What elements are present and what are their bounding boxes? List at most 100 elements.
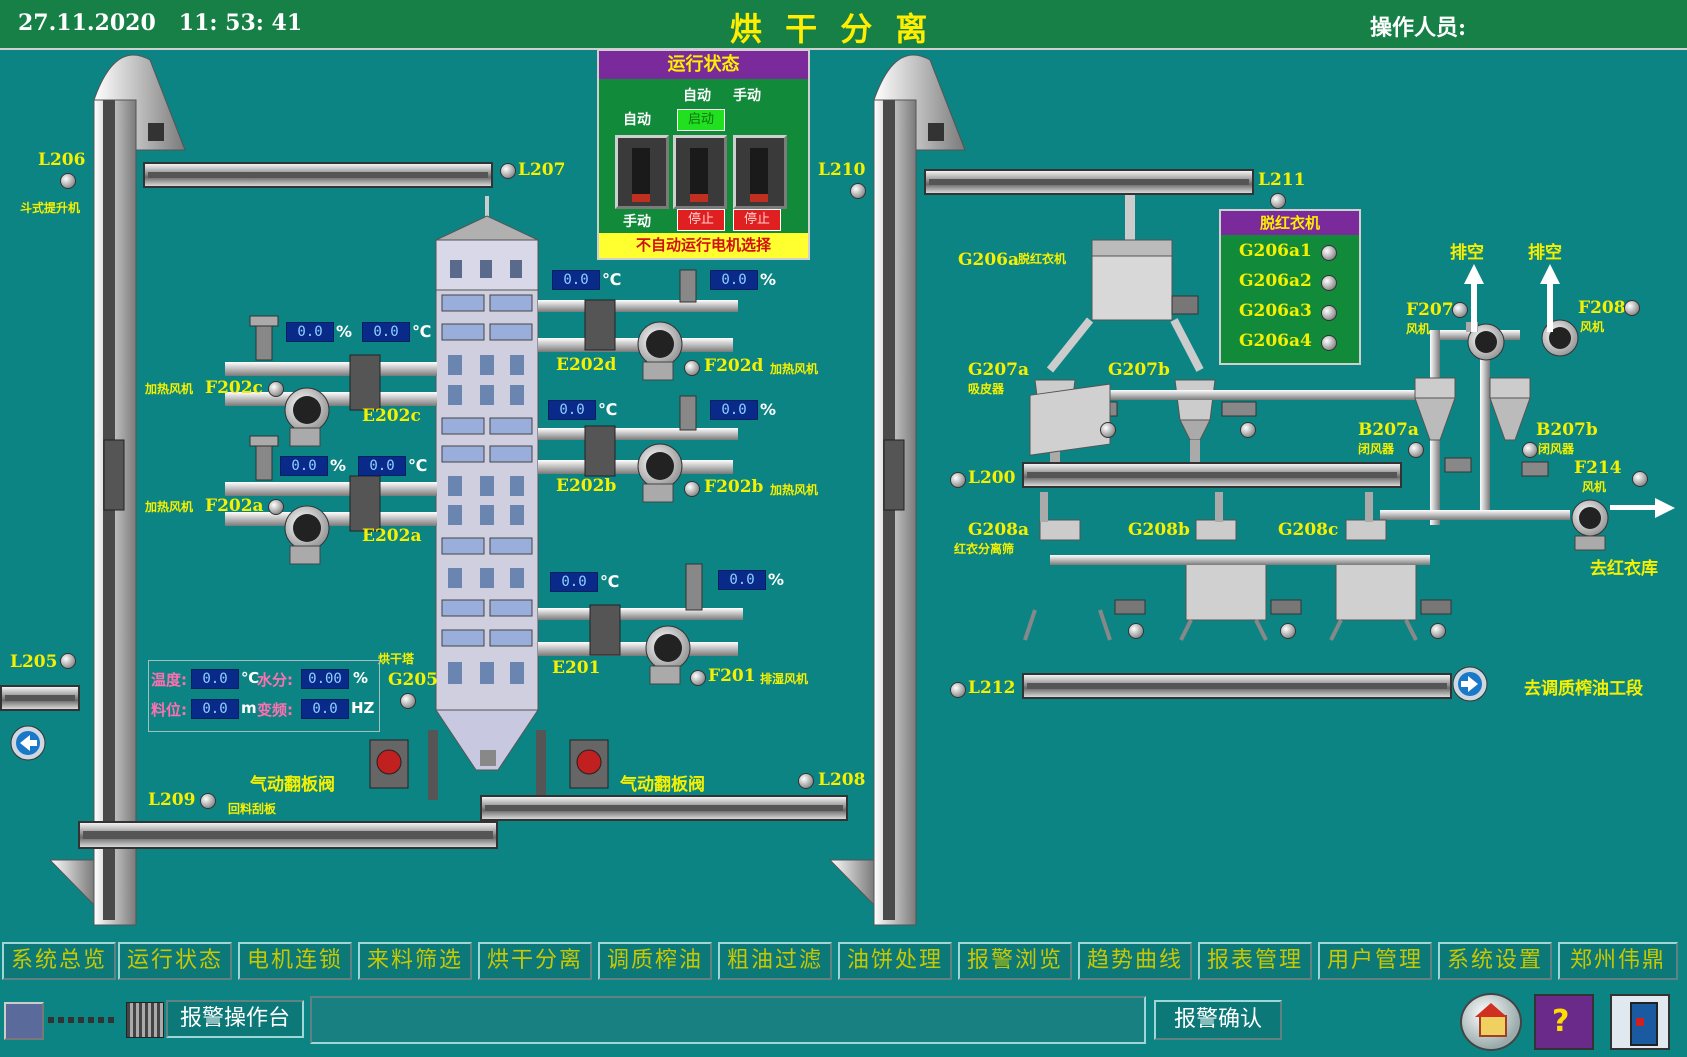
nav-drying-separation[interactable]: 烘干分离 — [478, 942, 592, 980]
exit-door-icon[interactable] — [1610, 994, 1670, 1050]
conveyor-L208[interactable] — [480, 795, 848, 821]
indicator-G205 — [400, 693, 416, 709]
nav-motor-interlock[interactable]: 电机连锁 — [238, 942, 352, 980]
label-F208-desc: 风机 — [1580, 320, 1605, 334]
nav-zhengzhou-weiding[interactable]: 郑州伟鼎 — [1558, 942, 1678, 980]
label-G207b: G207b — [1108, 360, 1170, 380]
conveyor-L200[interactable] — [1022, 462, 1402, 488]
alarm-message-field — [310, 996, 1146, 1044]
nav-conditioning-pressing[interactable]: 调质榨油 — [598, 942, 712, 980]
pct-F202a: 0.0 — [280, 456, 328, 476]
label-B207b-desc: 闭风器 — [1538, 442, 1575, 456]
conveyor-L209[interactable] — [78, 821, 498, 849]
label-return-scraper: 回料刮板 — [228, 802, 277, 816]
label-bucket-elevator: 斗式提升机 — [20, 201, 81, 215]
sieve-G208c[interactable] — [1329, 519, 1452, 641]
nav-incoming-screening[interactable]: 来料筛选 — [358, 942, 472, 980]
dehuller-item-3: G206a3 — [1239, 301, 1312, 321]
sieve-G208a[interactable] — [1023, 383, 1146, 641]
dehuller-G206a[interactable] — [1046, 190, 1204, 373]
nav-report-management[interactable]: 报表管理 — [1198, 942, 1312, 980]
pneumatic-valve-left[interactable] — [369, 739, 409, 789]
unit-temp-F202a: ℃ — [408, 456, 428, 475]
right-arrow-button[interactable] — [1452, 666, 1488, 702]
home-icon[interactable] — [1460, 993, 1522, 1051]
indicator-B207a — [1408, 442, 1424, 458]
indicator-G208c — [1430, 623, 1446, 639]
conveyor-L207[interactable] — [143, 162, 493, 188]
label-L207: L207 — [518, 160, 566, 180]
fan-F214[interactable] — [1571, 499, 1609, 551]
nav-oilcake-processing[interactable]: 油饼处理 — [838, 942, 952, 980]
unit-pct-E202b: % — [760, 400, 777, 419]
nav-trend-curve[interactable]: 趋势曲线 — [1078, 942, 1192, 980]
nav-alarm-browse[interactable]: 报警浏览 — [958, 942, 1072, 980]
unit-temp-E202b: ℃ — [598, 400, 618, 419]
mode-switch-1[interactable] — [615, 135, 669, 209]
unit-temp-E201: ℃ — [600, 572, 620, 591]
nav-user-management[interactable]: 用户管理 — [1318, 942, 1432, 980]
nav-crude-oil-filter[interactable]: 粗油过滤 — [718, 942, 832, 980]
label-L209: L209 — [148, 790, 196, 810]
nav-system-settings[interactable]: 系统设置 — [1438, 942, 1552, 980]
heater-assembly-F202b[interactable] — [538, 395, 738, 503]
cyclone-B207b[interactable] — [1489, 377, 1549, 477]
stop-button-1[interactable]: 停止 — [677, 209, 725, 231]
freq-unit: HZ — [351, 699, 375, 717]
indicator-F202a — [268, 499, 284, 515]
stop-button-2[interactable]: 停止 — [733, 209, 781, 231]
indicator-L211 — [1270, 193, 1286, 209]
label-G207a: G207a — [968, 360, 1030, 380]
cyclone-B207a[interactable] — [1414, 377, 1472, 473]
bucket-elevator-left[interactable] — [48, 54, 186, 926]
mode-switch-2[interactable] — [673, 135, 727, 209]
heater-assembly-F202a[interactable] — [225, 435, 437, 565]
label-F201: F201 — [708, 666, 756, 686]
temp-E202d: 0.0 — [552, 270, 600, 290]
indicator-L206 — [60, 173, 76, 189]
duct-main — [1075, 390, 1430, 400]
unit-pct-E202d: % — [760, 270, 777, 289]
computer-icon[interactable] — [4, 1002, 44, 1040]
heater-assembly-F201[interactable] — [538, 563, 743, 685]
heater-assembly-F202d[interactable] — [538, 269, 738, 381]
label-G208c: G208c — [1278, 520, 1339, 540]
label-pneumatic-valve-right: 气动翻板阀 — [620, 775, 705, 795]
conveyor-L212[interactable] — [1022, 673, 1452, 699]
sieve-pipe — [1050, 555, 1430, 565]
dehuller-panel: 脱红衣机 G206a1 G206a2 G206a3 G206a4 — [1219, 209, 1361, 365]
left-arrow-button[interactable] — [10, 725, 46, 761]
unit-pct-F202a: % — [330, 456, 347, 475]
indicator-F202d — [684, 360, 700, 376]
conveyor-L211[interactable] — [924, 169, 1254, 195]
indicator-F202b — [684, 481, 700, 497]
alarm-confirm-button[interactable]: 报警确认 — [1154, 1000, 1282, 1040]
pneumatic-valve-right[interactable] — [569, 739, 609, 789]
dehuller-indicator-1 — [1321, 245, 1337, 261]
dehuller-item-1: G206a1 — [1239, 241, 1312, 261]
label-pneumatic-valve-left: 气动翻板阀 — [250, 775, 335, 795]
help-book-icon[interactable]: ? — [1534, 994, 1594, 1050]
dehuller-indicator-4 — [1321, 335, 1337, 351]
barcode-icon[interactable] — [126, 1002, 164, 1038]
col-manual-label: 手动 — [733, 88, 761, 104]
unit-temp-E202d: ℃ — [602, 270, 622, 289]
label-L212: L212 — [968, 678, 1016, 698]
indicator-F214 — [1632, 471, 1648, 487]
conveyor-L205[interactable] — [0, 685, 80, 711]
pct-F202c: 0.0 — [286, 322, 334, 342]
start-button[interactable]: 启动 — [677, 109, 725, 131]
label-G208b: G208b — [1128, 520, 1190, 540]
moisture-unit: % — [353, 669, 369, 687]
label-F202a-desc: 加热风机 — [145, 500, 194, 514]
bucket-elevator-middle[interactable] — [828, 54, 966, 926]
label-vent-2: 排空 — [1528, 243, 1562, 263]
motor-select-footer[interactable]: 不自动运行电机选择 — [599, 233, 808, 258]
indicator-G207a — [1100, 422, 1116, 438]
pct-E201: 0.0 — [718, 570, 766, 590]
heater-assembly-F202c[interactable] — [225, 315, 437, 447]
nav-run-status[interactable]: 运行状态 — [118, 942, 232, 980]
nav-system-overview[interactable]: 系统总览 — [2, 942, 116, 980]
mode-switch-3[interactable] — [733, 135, 787, 209]
vent-arrow-2 — [1540, 264, 1560, 332]
